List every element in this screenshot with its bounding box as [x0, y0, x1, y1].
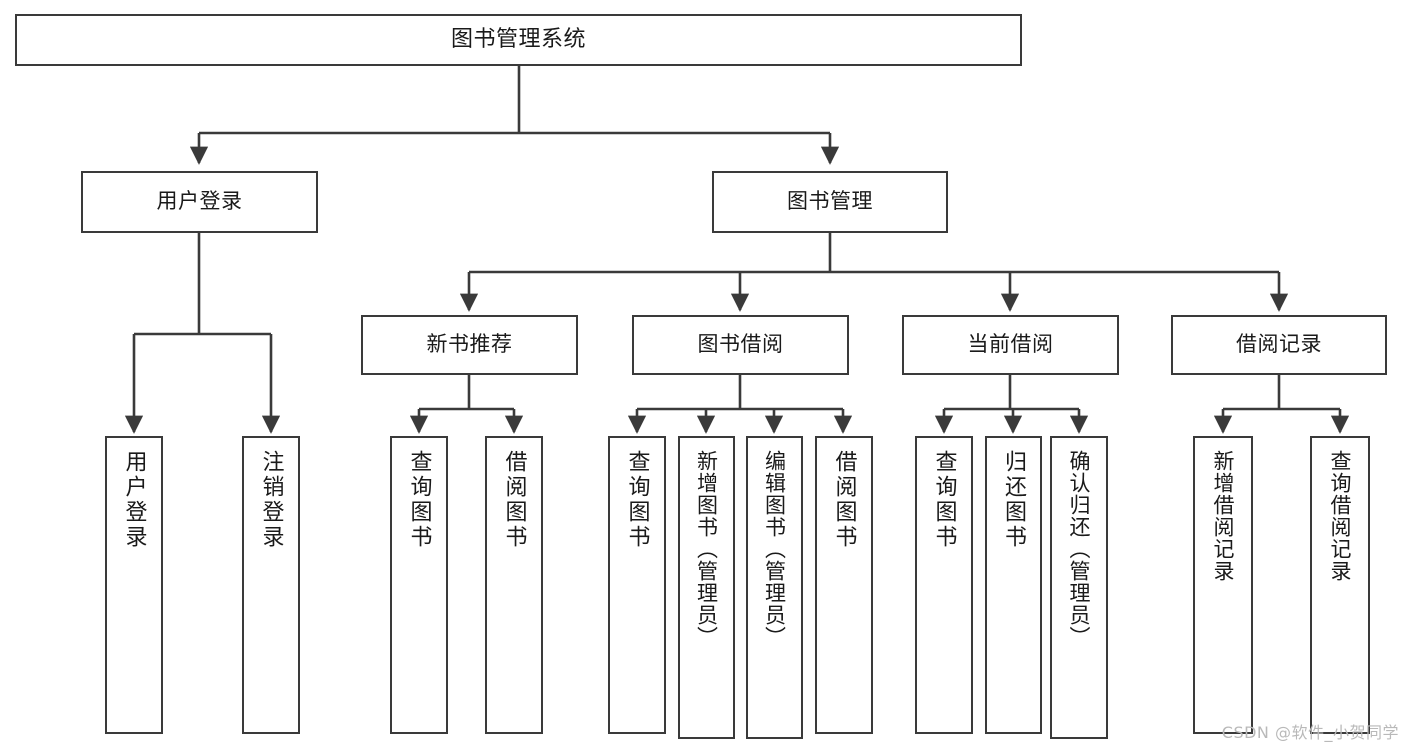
node-book-borrow[interactable]: 图书借阅	[632, 315, 849, 375]
node-label: 当前借阅	[967, 332, 1054, 357]
node-label: 查询图书	[931, 450, 957, 550]
node-label: 注销登录	[258, 450, 284, 550]
node-leaf-add-book-admin[interactable]: 新增图书（管理员）	[678, 436, 735, 739]
node-leaf-query-book-current[interactable]: 查询图书	[915, 436, 973, 734]
node-leaf-borrow-book-recommend[interactable]: 借阅图书	[485, 436, 543, 734]
node-label: 借阅图书	[831, 450, 857, 550]
node-label: 用户登录	[121, 450, 147, 550]
node-label: 新增图书（管理员）	[694, 450, 719, 648]
node-borrow-record[interactable]: 借阅记录	[1171, 315, 1387, 375]
node-label: 确认归还（管理员）	[1067, 450, 1092, 648]
node-leaf-borrow-book-borrow[interactable]: 借阅图书	[815, 436, 873, 734]
node-label: 借阅记录	[1236, 332, 1322, 357]
node-leaf-query-book-recommend[interactable]: 查询图书	[390, 436, 448, 734]
node-label: 查询借阅记录	[1328, 450, 1353, 582]
node-label: 查询图书	[624, 450, 650, 550]
node-leaf-add-borrow-record[interactable]: 新增借阅记录	[1193, 436, 1253, 734]
node-leaf-edit-book-admin[interactable]: 编辑图书（管理员）	[746, 436, 803, 739]
node-user-login[interactable]: 用户登录	[81, 171, 318, 233]
node-new-book-recommend[interactable]: 新书推荐	[361, 315, 578, 375]
node-root-book-management-system[interactable]: 图书管理系统	[15, 14, 1022, 66]
node-leaf-logout-login[interactable]: 注销登录	[242, 436, 300, 734]
node-label: 图书管理系统	[450, 26, 586, 52]
node-label: 新书推荐	[426, 332, 513, 357]
node-leaf-user-login[interactable]: 用户登录	[105, 436, 163, 734]
node-leaf-query-borrow-record[interactable]: 查询借阅记录	[1310, 436, 1370, 734]
node-label: 新增借阅记录	[1211, 450, 1236, 582]
node-label: 借阅图书	[501, 450, 527, 550]
node-label: 图书管理	[787, 189, 873, 214]
node-label: 用户登录	[156, 189, 243, 214]
node-label: 归还图书	[1001, 450, 1027, 550]
node-current-borrow[interactable]: 当前借阅	[902, 315, 1119, 375]
node-leaf-confirm-return-admin[interactable]: 确认归还（管理员）	[1050, 436, 1108, 739]
node-leaf-query-book-borrow[interactable]: 查询图书	[608, 436, 666, 734]
node-label: 图书借阅	[697, 332, 784, 357]
node-leaf-return-book[interactable]: 归还图书	[985, 436, 1042, 734]
node-book-management[interactable]: 图书管理	[712, 171, 948, 233]
node-label: 查询图书	[406, 450, 432, 550]
node-label: 编辑图书（管理员）	[762, 450, 787, 648]
